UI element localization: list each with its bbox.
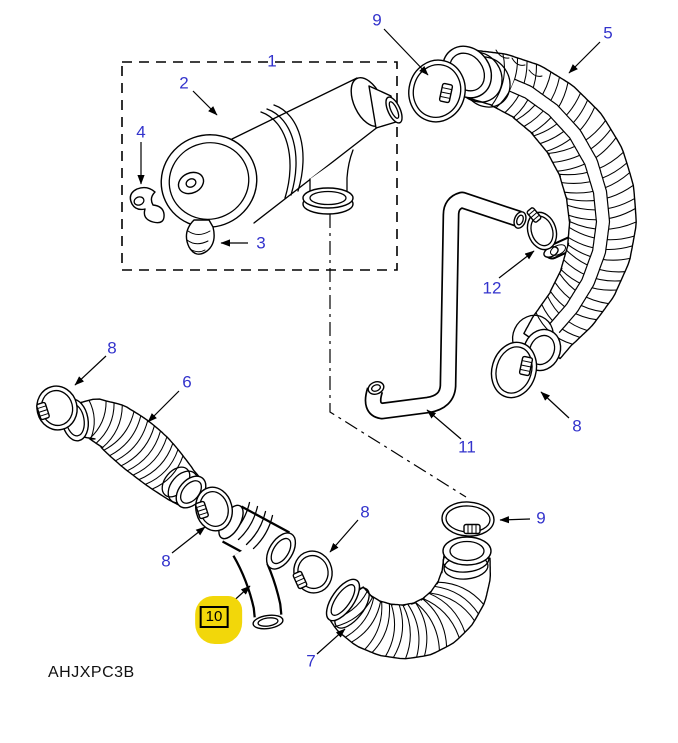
part-callout-7[interactable]: 7 [306, 651, 316, 671]
part-callout-9a[interactable]: 9 [372, 10, 382, 30]
worm-screw [36, 401, 50, 421]
part-callout-2[interactable]: 2 [179, 73, 189, 93]
worm-screw [518, 355, 534, 377]
part-callout-1[interactable]: 1 [267, 51, 277, 71]
hose-clamp-12 [526, 207, 558, 251]
hose-clamp-8-mid-right [292, 550, 333, 594]
worm-screw [292, 570, 308, 590]
part-callout-11[interactable]: 11 [458, 437, 476, 457]
elbow-hose-7 [325, 536, 492, 660]
assembly-box-border [121, 61, 398, 271]
part-callout-6[interactable]: 6 [182, 372, 192, 392]
part-callout-3[interactable]: 3 [256, 233, 266, 253]
dust-valve [185, 219, 215, 255]
worm-screw [526, 207, 542, 223]
part-callout-8d[interactable]: 8 [360, 502, 370, 522]
flex-hose-6 [60, 398, 207, 509]
part-callout-12[interactable]: 12 [482, 278, 502, 298]
diagram-code: AHJXPC3B [48, 664, 135, 681]
highlight-blob [195, 596, 243, 644]
part-callout-10[interactable]: 10 [195, 596, 243, 644]
hose-clamp-8-right [490, 341, 538, 399]
part-callout-8a[interactable]: 8 [107, 338, 117, 358]
leader-lines [74, 28, 601, 655]
breather-pipe-11 [364, 191, 527, 420]
y-connector-10 [218, 501, 297, 630]
worm-screw [438, 82, 454, 104]
highlighted-part-number: 10 [199, 606, 229, 628]
cover-band-ring [260, 104, 304, 199]
part-callout-5[interactable]: 5 [603, 23, 613, 43]
part-callout-9b[interactable]: 9 [536, 508, 546, 528]
hose-clamp-9-top [408, 59, 466, 123]
worm-screw [463, 523, 481, 535]
air-cleaner-assembly [129, 77, 403, 255]
part-callout-4[interactable]: 4 [136, 122, 146, 142]
outlet-elbow [302, 148, 354, 215]
hose-clamp-9-bottom [441, 501, 495, 537]
worm-screw [195, 500, 209, 520]
hose-clamp-8-mid-left [195, 486, 233, 532]
part-callout-8c[interactable]: 8 [161, 551, 171, 571]
part-callout-8b[interactable]: 8 [572, 416, 582, 436]
intake-hose-5 [441, 45, 637, 372]
centerline [329, 214, 467, 498]
elbow-grommet [129, 186, 165, 224]
hose-clamp-8-top-left [36, 385, 78, 431]
